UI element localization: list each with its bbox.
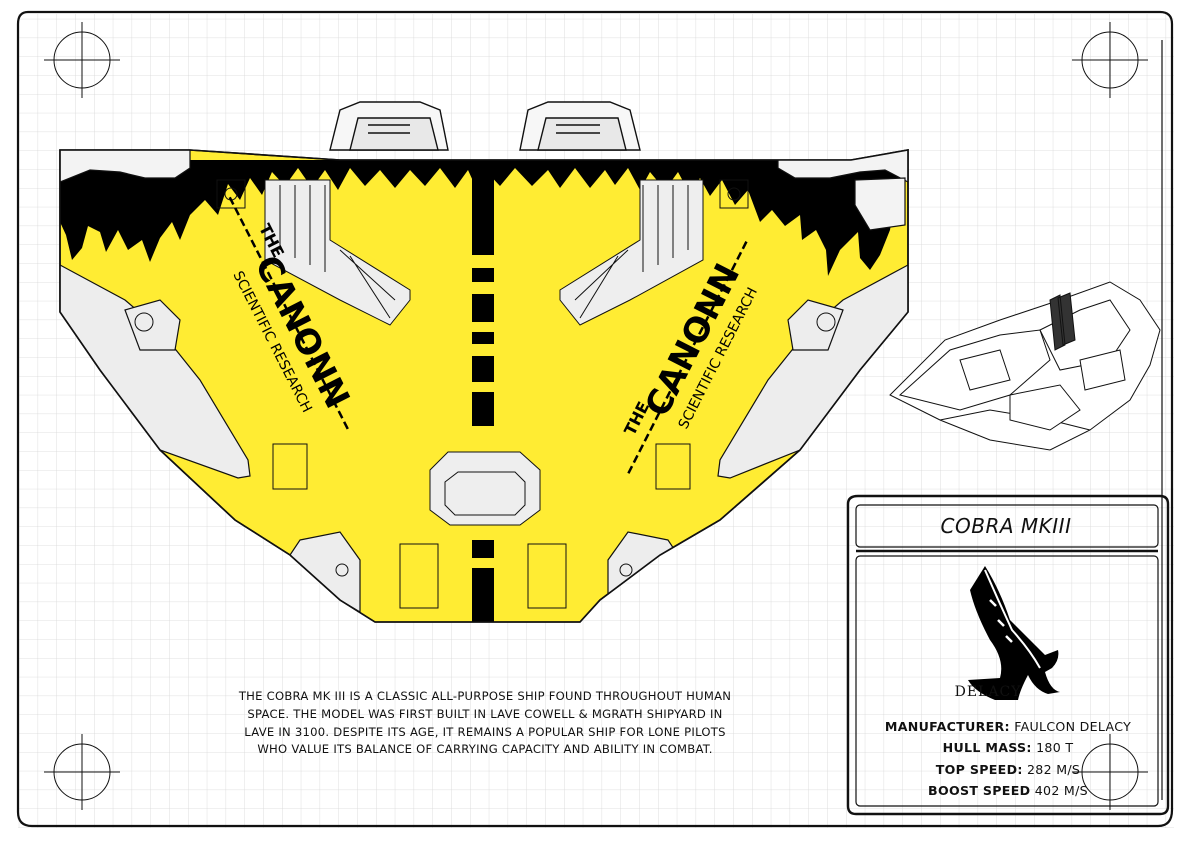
description-line: WHO VALUE ITS BALANCE OF CARRYING CAPACI… [257, 742, 713, 757]
spec-row-manufacturer: MANUFACTURER: FAULCON DELACY [858, 716, 1158, 737]
spec-list: MANUFACTURER: FAULCON DELACY HULL MASS: … [858, 716, 1158, 801]
spec-label: HULL MASS: [942, 740, 1032, 756]
spec-value: 282 M/S [1026, 761, 1081, 777]
description-line: THE COBRA MK III IS A CLASSIC ALL-PURPOS… [238, 689, 732, 703]
description-line: LAVE IN 3100. DESPITE ITS AGE, IT REMAIN… [244, 724, 726, 739]
top-intakes [329, 101, 641, 151]
spec-row-hull-mass: HULL MASS: 180 T [858, 737, 1158, 758]
spec-value: FAULCON DELACY [1014, 719, 1132, 734]
side-panels [60, 263, 908, 614]
spec-label: MANUFACTURER: [884, 719, 1010, 734]
ship-perspective-view [889, 281, 1161, 451]
ship-hull [59, 149, 909, 623]
spec-label: BOOST SPEED [928, 782, 1031, 798]
hull-vents [264, 179, 704, 526]
sheet-frame [16, 10, 1174, 828]
manufacturer-logo-text: DELACY [954, 684, 1022, 700]
spec-label: TOP SPEED: [935, 761, 1023, 777]
spec-card-frame [846, 494, 1170, 816]
crosshair-icon [44, 22, 1148, 810]
spec-row-boost-speed: BOOST SPEED 402 M/S [858, 780, 1158, 801]
spec-value: 180 T [1036, 740, 1074, 756]
spec-row-top-speed: TOP SPEED: 282 M/S [858, 759, 1158, 780]
ship-description: THE COBRA MK III IS A CLASSIC ALL-PURPOS… [200, 688, 770, 759]
falcon-icon [968, 566, 1060, 700]
center-stripe [472, 165, 494, 622]
description-line: SPACE. THE MODEL WAS FIRST BUILT IN LAVE… [247, 706, 723, 721]
ship-name-title: COBRA MKIII [940, 514, 1072, 538]
spec-value: 402 M/S [1034, 782, 1088, 798]
